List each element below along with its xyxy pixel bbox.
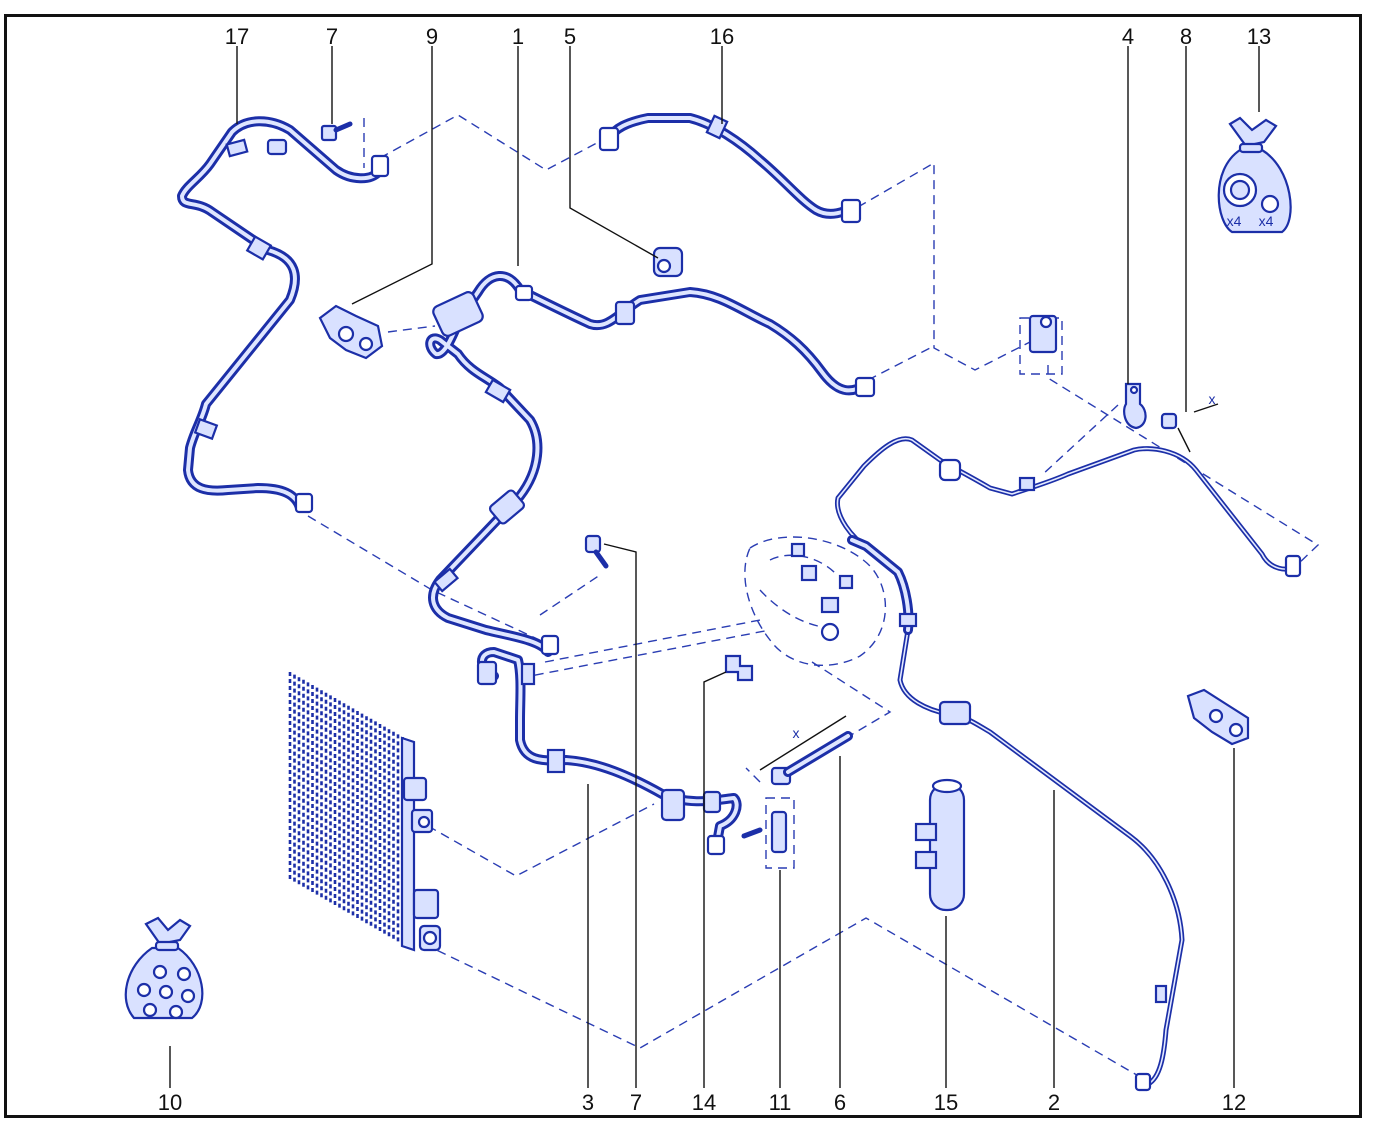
bolt-7-middle xyxy=(584,534,609,569)
pipe-1 xyxy=(425,271,876,657)
dimension-x-bolt: x xyxy=(793,725,800,741)
diagram-frame xyxy=(4,14,1362,1118)
compressor-ghost xyxy=(744,536,887,667)
seal-kit-13: x4 x4 xyxy=(1217,116,1292,234)
clamp-4 xyxy=(1123,382,1147,430)
label-3: 3 xyxy=(582,1090,594,1115)
bracket-right xyxy=(1028,314,1058,354)
callout-labels: 17 7 9 1 5 16 4 8 13 10 3 7 14 11 6 15 2… xyxy=(158,24,1271,1115)
pipe-2 xyxy=(835,436,1302,1092)
label-16: 16 xyxy=(710,24,734,49)
pipe-17 xyxy=(177,116,390,514)
label-8: 8 xyxy=(1180,24,1192,49)
nut-8 xyxy=(1160,403,1219,453)
bolt-7-top xyxy=(320,121,353,142)
label-17: 17 xyxy=(225,24,249,49)
label-7-bottom: 7 xyxy=(630,1090,642,1115)
grommet-5 xyxy=(652,246,684,278)
kit-13-qty-left: x4 xyxy=(1227,213,1242,229)
label-7-top: 7 xyxy=(326,24,338,49)
label-1: 1 xyxy=(512,24,524,49)
condenser xyxy=(288,672,442,952)
assembly-dashed-lines xyxy=(307,114,1320,1079)
label-15: 15 xyxy=(934,1090,958,1115)
leader-lines xyxy=(169,46,1260,1088)
label-2: 2 xyxy=(1048,1090,1060,1115)
kit-13-qty-right: x4 xyxy=(1259,213,1274,229)
receiver-drier-15 xyxy=(914,778,966,912)
dimension-x-nut: x xyxy=(1209,391,1216,407)
o-ring-kit-10 xyxy=(124,916,204,1020)
label-12: 12 xyxy=(1222,1090,1246,1115)
pipe-3 xyxy=(476,647,742,856)
valve-11 xyxy=(741,810,788,854)
bracket-14 xyxy=(724,654,754,682)
bolt-6: x xyxy=(759,715,853,786)
label-10: 10 xyxy=(158,1090,182,1115)
pipe-16 xyxy=(598,113,862,224)
clip-12 xyxy=(1186,688,1250,746)
label-11: 11 xyxy=(769,1090,792,1115)
label-14: 14 xyxy=(692,1090,716,1115)
clip-9 xyxy=(318,304,384,360)
label-6: 6 xyxy=(834,1090,846,1115)
label-9: 9 xyxy=(426,24,438,49)
label-13: 13 xyxy=(1247,24,1271,49)
label-4: 4 xyxy=(1122,24,1134,49)
label-5: 5 xyxy=(564,24,576,49)
